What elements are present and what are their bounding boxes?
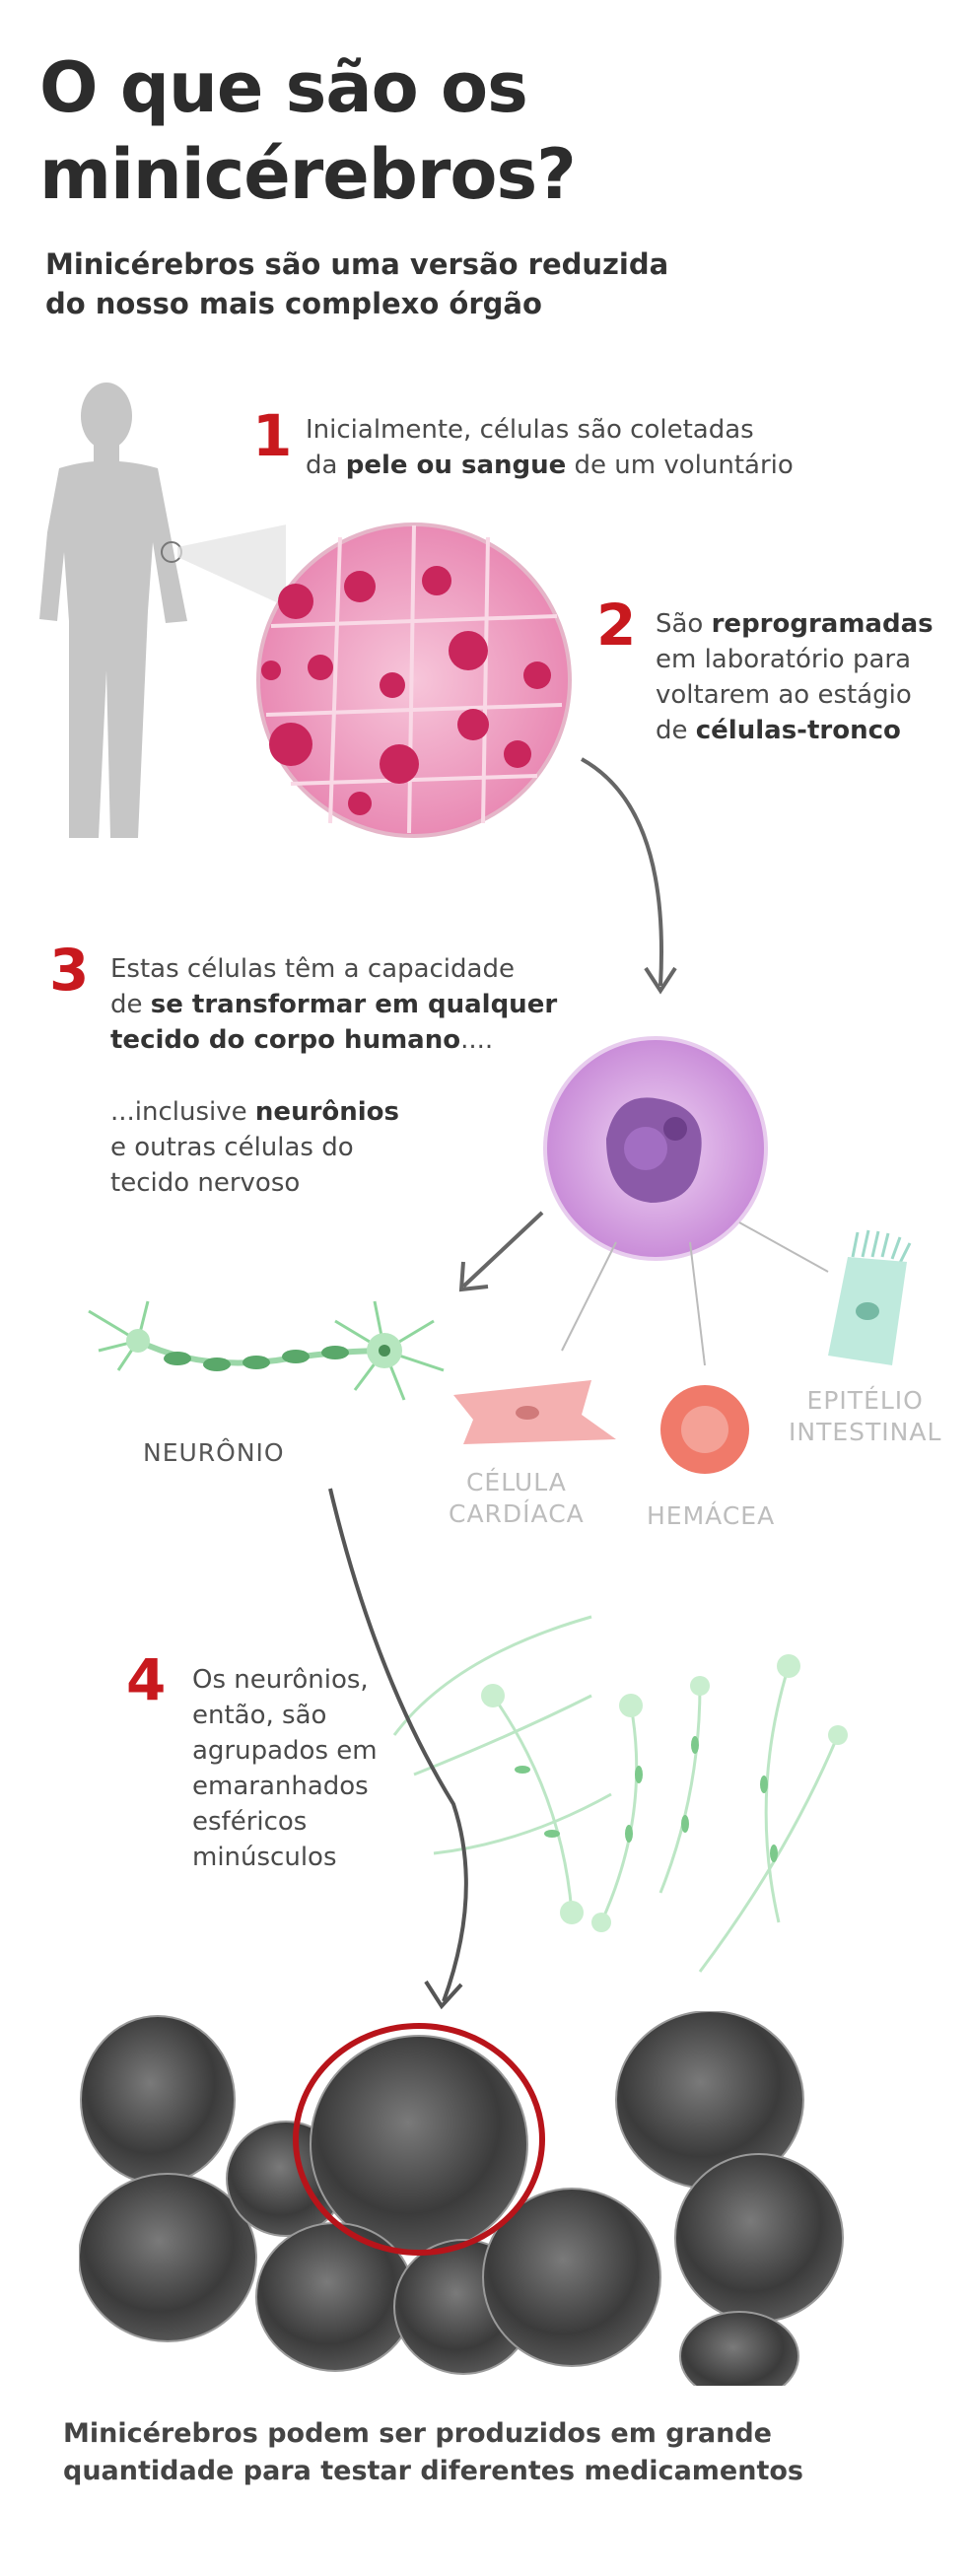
- title-line-1: O que são os: [39, 47, 528, 128]
- step-3-subtext: ...inclusive neurônios e outras células …: [110, 1097, 400, 1198]
- footer-caption: Minicérebros podem ser produzidos em gra…: [63, 2418, 803, 2486]
- title-line-2: minicérebros?: [39, 134, 577, 215]
- label-epithelium: EPITÉLIO INTESTINAL: [789, 1386, 942, 1446]
- differentiation-arrows: [458, 1211, 829, 1366]
- step-2-text: São reprogramadas em laboratório para vo…: [656, 609, 934, 745]
- skin-cells-illustration: [256, 522, 572, 838]
- subtitle-line-1: Minicérebros são uma versão reduzida: [45, 247, 669, 281]
- organoid-cluster: [79, 2011, 844, 2386]
- step-4-number: 4: [126, 1646, 167, 1713]
- epithelial-cell-illustration: [828, 1229, 912, 1365]
- red-blood-cell-illustration: [660, 1385, 749, 1474]
- stem-cell-illustration: [543, 1036, 768, 1261]
- step-4-text: Os neurônios, então, são agrupados em em…: [192, 1665, 378, 1872]
- neuron-network-illustration: [392, 1615, 848, 1973]
- label-cardiac: CÉLULA CARDÍACA: [449, 1468, 585, 1528]
- page-title: O que são os minicérebros?: [39, 44, 577, 218]
- page-subtitle: Minicérebros são uma versão reduzida do …: [45, 244, 668, 323]
- step-1-number: 1: [252, 402, 293, 469]
- neuron-illustration: [88, 1300, 445, 1401]
- human-silhouette: [39, 383, 286, 838]
- arrow-to-organoid: [328, 1488, 468, 2010]
- label-blood: HEMÁCEA: [647, 1501, 776, 1530]
- cardiac-cell-illustration: [453, 1380, 616, 1444]
- arrow-to-stem-cell: [581, 757, 677, 995]
- label-neuron: NEURÔNIO: [143, 1438, 285, 1467]
- step-2-number: 2: [596, 592, 637, 659]
- step-3-text: Estas células têm a capacidade de se tra…: [110, 954, 558, 1055]
- subtitle-line-2: do nosso mais complexo órgão: [45, 287, 542, 320]
- step-1-text: Inicialmente, células são coletadas da p…: [306, 415, 794, 480]
- step-3-number: 3: [49, 937, 90, 1004]
